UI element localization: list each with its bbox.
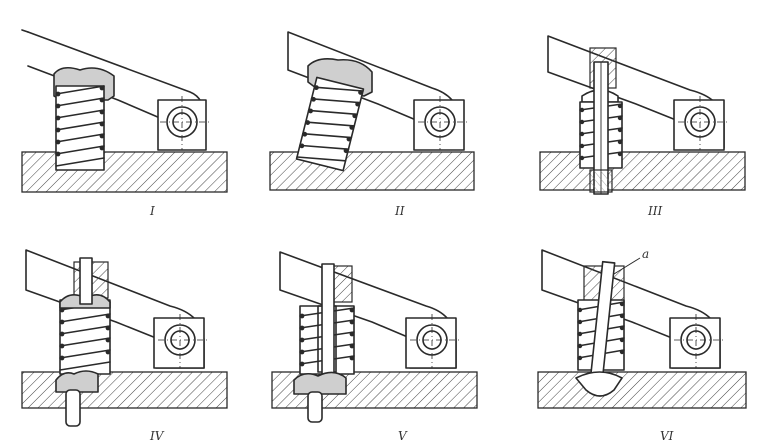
callout-leader	[613, 257, 641, 275]
panel-2: II	[269, 31, 475, 218]
base-plate	[21, 371, 228, 409]
pivot-joint	[673, 96, 730, 151]
panel-label: V	[398, 429, 408, 443]
panel-label: I	[149, 204, 155, 218]
panel-4: IV	[21, 249, 228, 443]
coil-spring	[295, 76, 365, 172]
guide-rod	[321, 263, 335, 385]
pivot-joint	[413, 96, 470, 151]
rod-foot	[589, 169, 613, 193]
ball-seat	[55, 370, 99, 393]
panel-3: III	[539, 35, 746, 218]
panel-1: I	[21, 29, 228, 218]
panel-label: II	[394, 204, 405, 218]
coil-spring	[59, 299, 111, 375]
ball-seat	[293, 371, 347, 395]
support-pin	[307, 391, 323, 423]
base-plate	[537, 371, 747, 409]
callout-a: a	[642, 247, 649, 261]
pivot-joint	[669, 314, 726, 369]
panel-label: VI	[660, 429, 674, 443]
pivot-joint	[157, 96, 212, 151]
panel-5: V	[271, 251, 478, 443]
pivot-joint	[153, 314, 210, 369]
guide-rod	[79, 257, 93, 305]
panel-6: a VI	[537, 247, 747, 443]
panel-label: III	[647, 204, 662, 218]
pivot-joint	[405, 314, 462, 369]
support-pin	[65, 389, 81, 427]
panel-label: IV	[149, 429, 165, 443]
coil-spring	[55, 85, 105, 171]
mushroom-foot	[575, 371, 623, 397]
base-plate	[21, 151, 228, 193]
base-plate	[539, 151, 746, 191]
